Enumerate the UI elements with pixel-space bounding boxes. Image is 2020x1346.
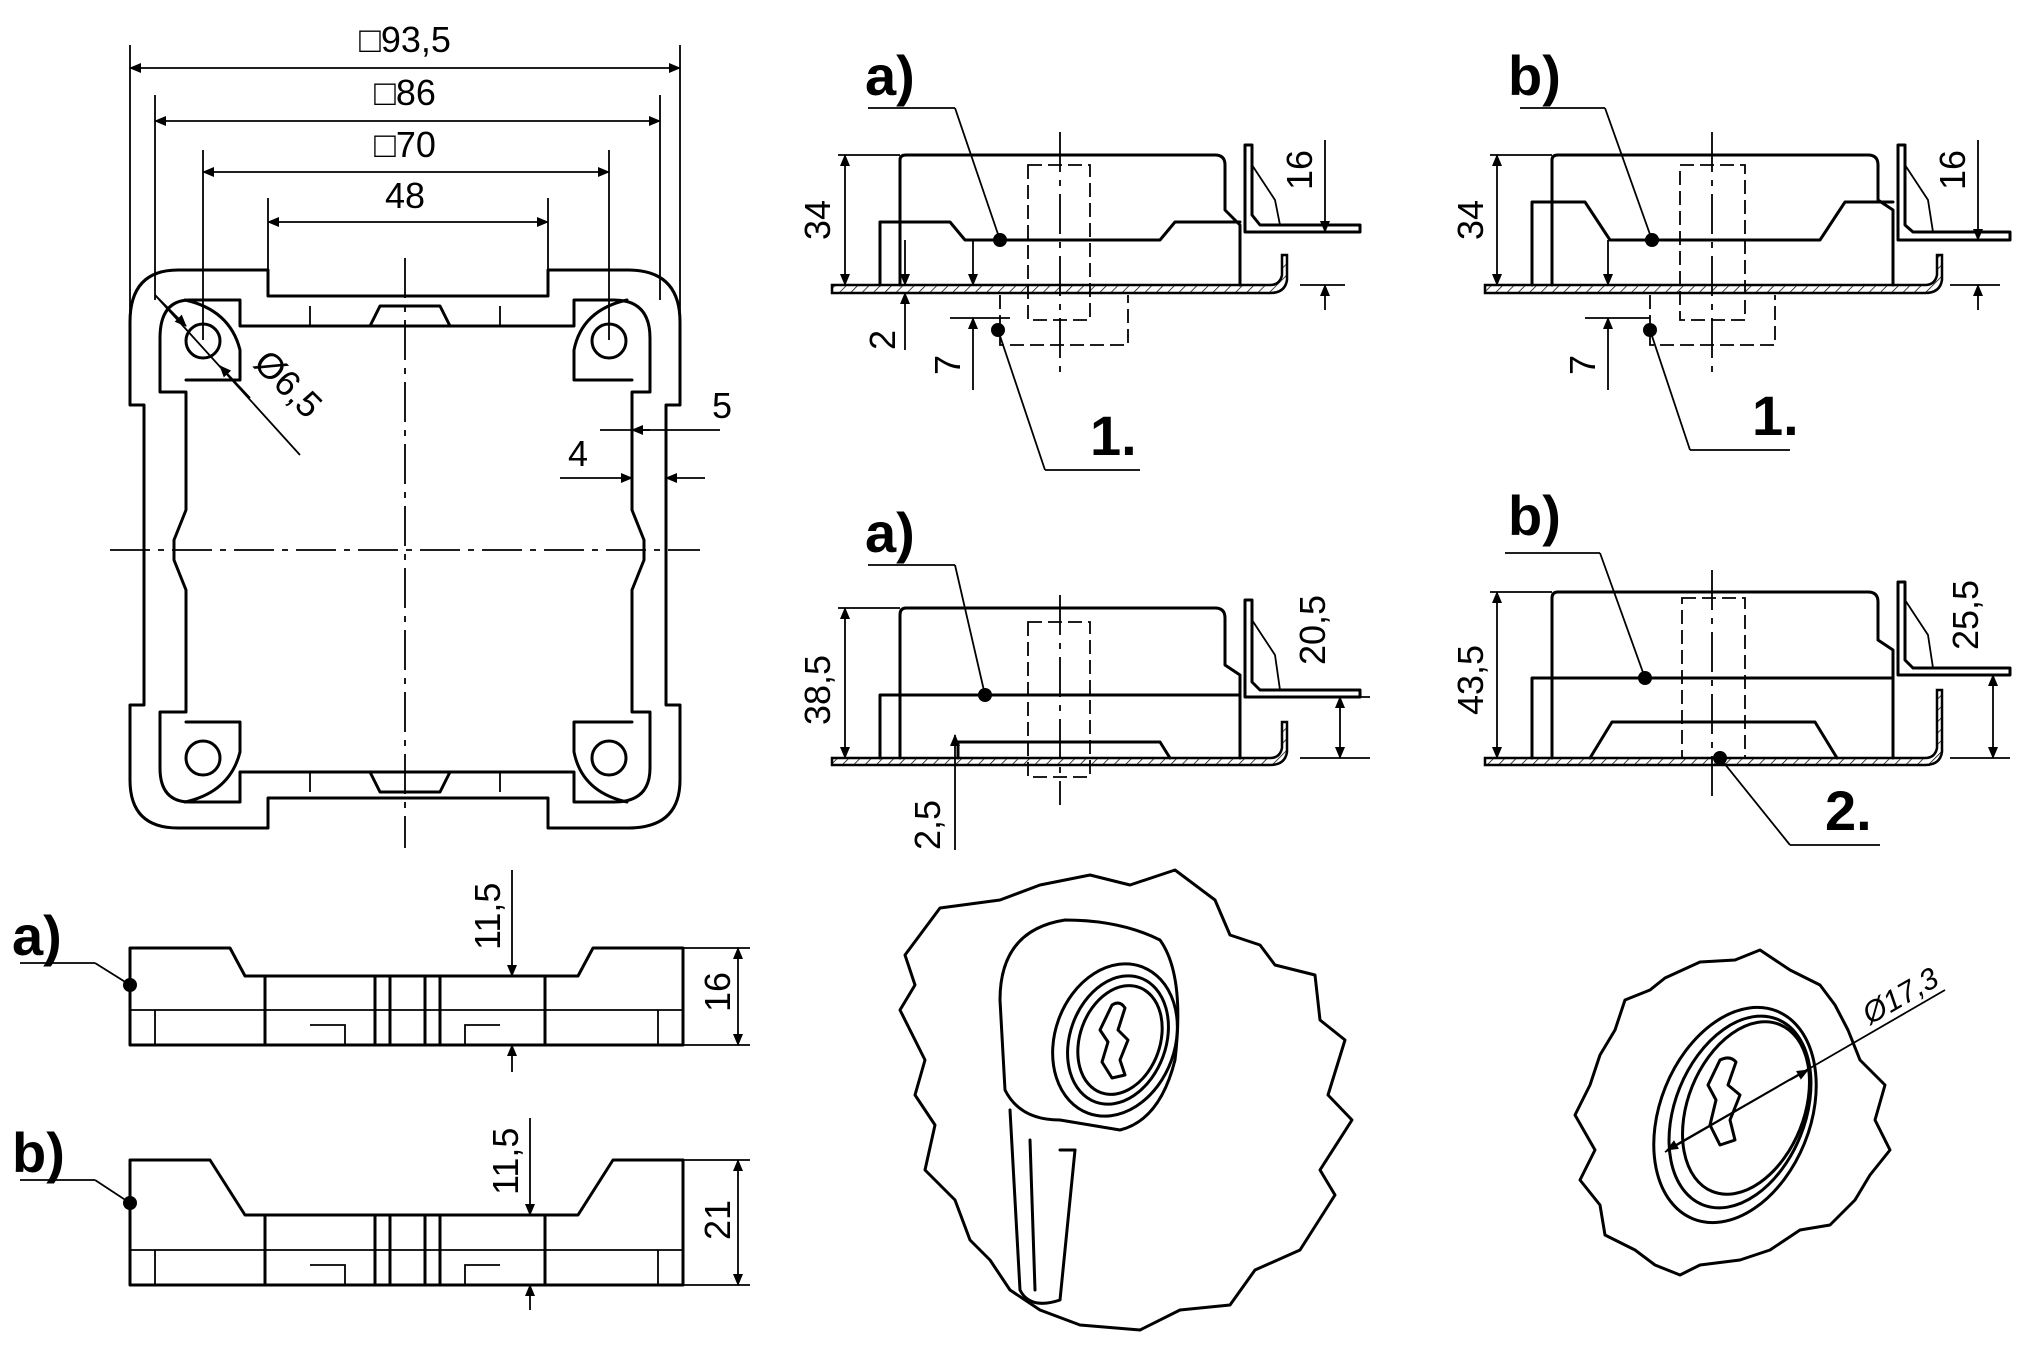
section-b1-dim-7: 7 xyxy=(1562,355,1603,375)
section-a1-dim-2: 2 xyxy=(862,330,903,350)
section-a1-callout: 1. xyxy=(1090,404,1137,467)
section-a2-dim-20: 20,5 xyxy=(1292,595,1333,665)
side-b-depth-label: 11,5 xyxy=(485,1128,526,1195)
section-a2: a) 38,5 20,5 2,5 xyxy=(797,501,1370,850)
section-b1-callout: 1. xyxy=(1752,384,1799,447)
section-b2-dim-25: 25,5 xyxy=(1945,580,1986,650)
side-a-depth-label: 11,5 xyxy=(467,883,508,950)
section-b2-dim-43: 43,5 xyxy=(1450,645,1491,715)
dim-48-label: 48 xyxy=(385,175,425,216)
lock-rosette-illustration: Ø17,3 xyxy=(1573,948,1946,1277)
section-b1-dim-34: 34 xyxy=(1450,200,1491,240)
section-b2: b) 2. 43,5 25,5 xyxy=(1450,484,2012,846)
section-a2-dim-38: 38,5 xyxy=(797,655,838,725)
section-b1-dim-16: 16 xyxy=(1932,150,1973,190)
section-a2-dim-2: 2,5 xyxy=(907,800,948,850)
section-b2-label: b) xyxy=(1508,484,1561,547)
side-b-label: b) xyxy=(12,1121,65,1184)
side-view-a: a) 16 11,5 xyxy=(12,870,750,1072)
section-b1: b) 1. 34 16 7 xyxy=(1450,44,2012,451)
side-view-b: b) 21 11,5 xyxy=(12,1118,750,1310)
section-b1-label: b) xyxy=(1508,44,1561,107)
euro-cylinder-illustration xyxy=(898,868,1354,1332)
section-a1-dim-7: 7 xyxy=(927,355,968,375)
dim-hole-label: Ø6,5 xyxy=(246,342,330,426)
side-b-height-label: 21 xyxy=(697,1200,738,1240)
section-a1-dim-16: 16 xyxy=(1279,150,1320,190)
section-b2-callout: 2. xyxy=(1825,779,1872,842)
top-view: □93,5 □86 □70 48 Ø6,5 5 4 xyxy=(110,19,732,848)
side-a-height-label: 16 xyxy=(697,972,738,1012)
section-a1-label: a) xyxy=(865,44,915,107)
section-a2-label: a) xyxy=(865,501,915,564)
dim-5-label: 5 xyxy=(712,385,732,426)
section-a1: a) 1. 34 16 2 7 xyxy=(797,44,1362,471)
dim-outer-label: □93,5 xyxy=(359,19,451,60)
dim-4-label: 4 xyxy=(568,433,588,474)
dim-86-label: □86 xyxy=(374,72,436,113)
dim-70-label: □70 xyxy=(374,124,436,165)
lock-diameter-label: Ø17,3 xyxy=(1856,961,1944,1031)
section-a1-dim-34: 34 xyxy=(797,200,838,240)
side-a-label: a) xyxy=(12,904,62,967)
